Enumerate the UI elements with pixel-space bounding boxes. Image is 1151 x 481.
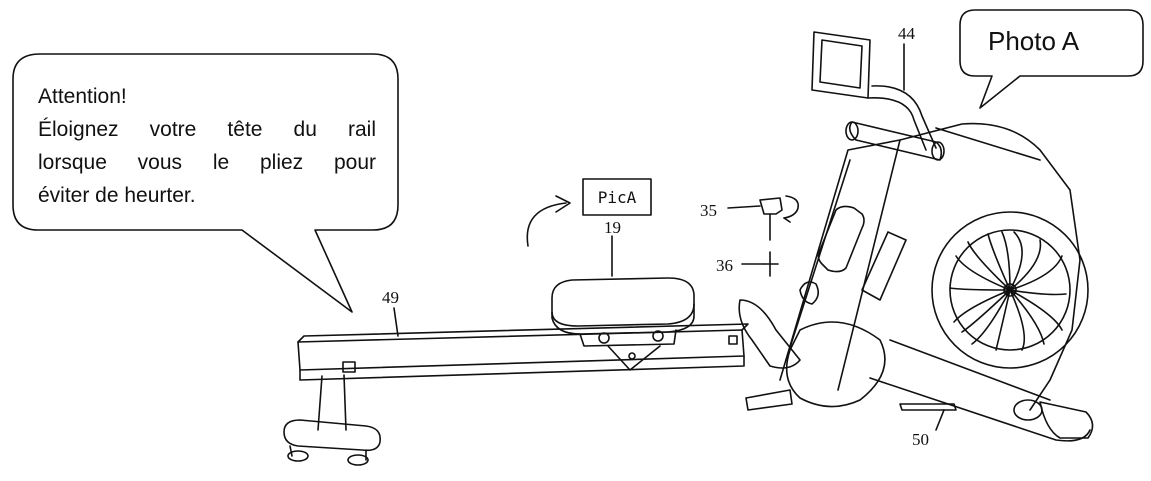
seat: [551, 277, 695, 371]
callout-line-3: lorsque vous le pliez pour: [38, 151, 376, 174]
attention-callout: Attention! Éloignez votre tête du rail l…: [10, 56, 396, 226]
rear-stabilizer: [869, 339, 1094, 442]
part-number-19: 19: [604, 218, 621, 237]
handle-bar: [845, 121, 945, 161]
leader-35: [727, 205, 761, 209]
pica-label: PicA: [597, 187, 637, 207]
leader-49: [393, 307, 399, 337]
photo-a-bubble: [959, 9, 1144, 109]
part-number-35: 35: [700, 201, 717, 220]
part-number-50: 50: [912, 430, 929, 449]
frame-neck: [779, 139, 901, 391]
bolt-36: [763, 251, 779, 277]
callout-line-attention: Attention!: [38, 85, 127, 108]
part-number-44: 44: [898, 24, 915, 43]
monitor: [811, 31, 937, 151]
knob-35: [759, 195, 800, 241]
fold-arrow: [526, 202, 567, 247]
front-stabilizer: [283, 374, 382, 466]
callout-line-4: éviter de heurter.: [38, 184, 196, 207]
part-number-36: 36: [716, 256, 733, 275]
part-number-49: 49: [382, 288, 399, 307]
pica-box: [582, 178, 652, 216]
rail: [297, 323, 749, 381]
attention-callout-bubble: [12, 53, 399, 313]
neck-pads: [799, 205, 907, 305]
fold-arrow-head: [555, 195, 571, 213]
foot-plates: [738, 299, 886, 411]
callout-line-2: Éloignez votre tête du rail: [38, 118, 376, 141]
leader-50: [935, 409, 945, 431]
photo-a-label: Photo A: [988, 26, 1080, 56]
fan-blades: [949, 231, 1067, 351]
flywheel-housing: [899, 122, 1089, 411]
